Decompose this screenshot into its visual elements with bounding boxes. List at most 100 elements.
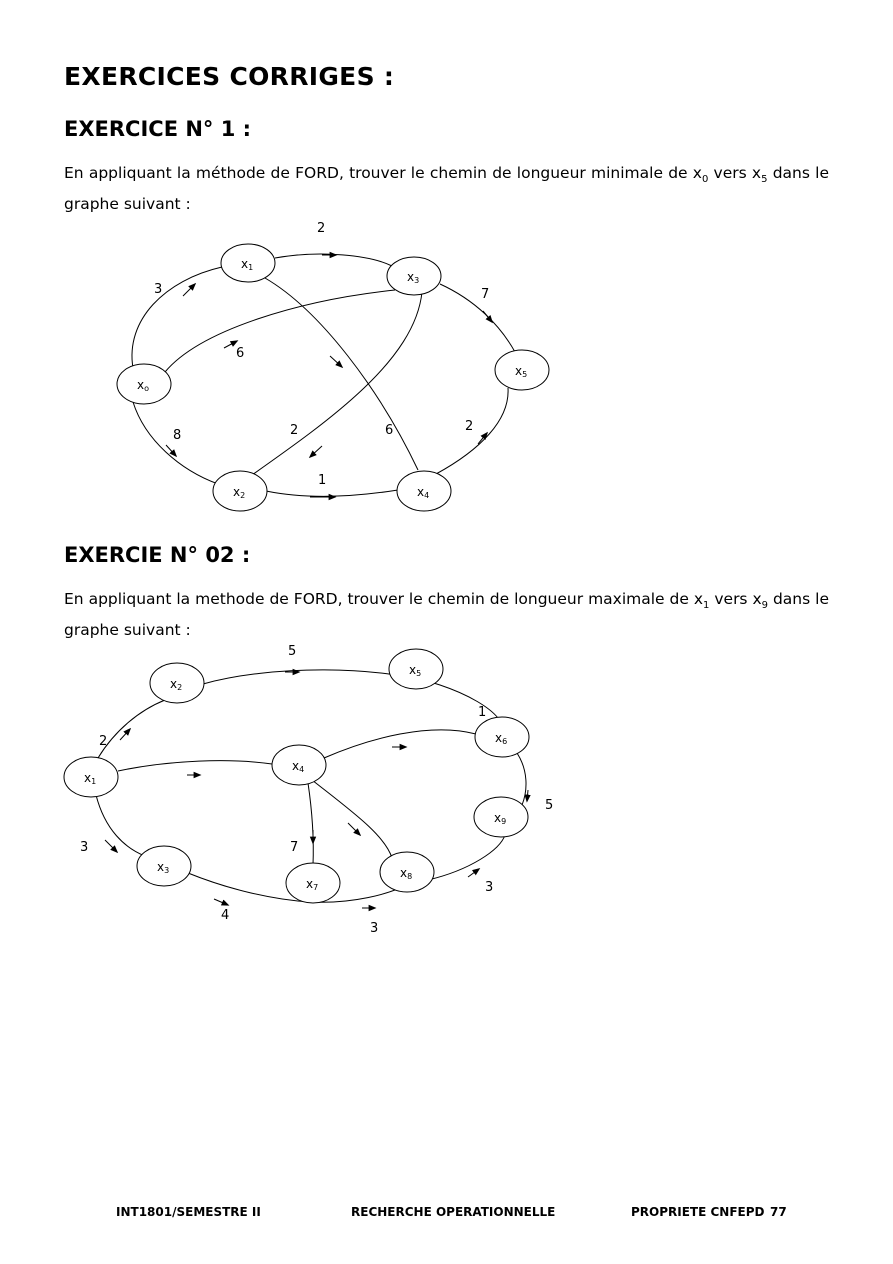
statement-text: vers x [709,590,762,608]
edge-weight: 1 [478,705,486,720]
arrow-x3-x5 [482,310,494,324]
edge-weight: 2 [317,221,325,236]
edge-weight: 6 [385,423,393,438]
svg-text:x5: x5 [515,364,527,379]
edge-x1-x3 [95,794,146,857]
node-x5: x5 [388,648,444,690]
node-x1: x1 [63,756,119,798]
arrow-x4-x8 [347,822,362,837]
exercise-1-statement: En appliquant la méthode de FORD, trouve… [64,161,829,216]
svg-text:x1: x1 [241,257,253,272]
svg-text:x6: x6 [495,731,507,746]
edge-xo-x3 [164,289,396,373]
node-x2: x2 [212,470,268,512]
footer-owner: PROPRIETE CNFEPD [631,1205,765,1219]
node-x8: x8 [379,851,435,893]
edge-xo-x1 [131,266,223,369]
statement-text: dans le graphe suivant : [64,590,829,640]
svg-text:x3: x3 [157,860,169,875]
edge-weight: 1 [318,473,326,488]
edge-weight: 7 [481,287,489,302]
page-title: EXERCICES CORRIGES : [64,62,395,91]
edge-x3-x5 [439,283,516,353]
arrow-x8-x9 [467,868,481,878]
arrow-x3-x7 [213,898,230,906]
edge-x4-x7 [307,782,314,866]
edge-weight: 7 [290,840,298,855]
statement-text: En appliquant la méthode de FORD, trouve… [64,164,702,182]
statement-text: vers x [708,164,762,182]
svg-text:x3: x3 [407,270,419,285]
svg-text:x2: x2 [170,677,182,692]
edge-weight: 3 [80,840,88,855]
edge-weight: 5 [545,798,553,813]
edge-x6-x9 [516,752,527,806]
arrow-x3-x2 [308,445,323,459]
arrow-x4-x5 [477,431,489,445]
footer-course-code: INT1801/SEMESTRE II [116,1205,261,1219]
node-x3: x3 [136,845,192,887]
svg-text:xo: xo [137,378,149,393]
svg-text:x4: x4 [292,759,304,774]
arrow-x1-x2 [119,727,132,741]
edge-x8-x9 [427,834,506,881]
page-number: 77 [770,1205,787,1219]
node-x6: x6 [474,716,530,758]
arrow-xo-x1 [182,282,197,297]
node-x9: x9 [473,796,529,838]
node-x1: x1 [220,243,276,283]
edge-weight: 6 [236,346,244,361]
svg-text:x1: x1 [84,771,96,786]
statement-text: dans le graphe suivant : [64,164,829,214]
node-x4: x4 [396,470,452,512]
edge-x1-x2 [97,699,166,759]
edge-xo-x2 [132,401,219,485]
edge-weight: 2 [290,423,298,438]
footer-subject: RECHERCHE OPERATIONNELLE [351,1205,556,1219]
exercise-2-heading: EXERCIE N° 02 : [64,543,251,567]
node-x5: x5 [494,349,550,391]
statement-subscript: 9 [761,600,769,612]
edge-weight: 3 [154,282,162,297]
statement-text: En appliquant la methode de FORD, trouve… [64,590,704,608]
svg-text:x7: x7 [306,877,318,892]
node-x2: x2 [149,662,205,704]
svg-text:x9: x9 [494,811,506,826]
edge-x3-x2 [251,291,423,476]
edge-x4-x8 [311,779,393,859]
edge-weight: 2 [465,419,473,434]
arrow-xo-x2 [165,444,178,458]
edge-x1-x4 [264,277,419,471]
arrow-x1-x3 [104,839,119,854]
svg-text:x5: x5 [409,663,421,678]
exercise-1-heading: EXERCICE N° 1 : [64,117,252,141]
node-x3: x3 [386,256,442,296]
arrow-x1-x4 [329,355,344,369]
edge-weight: 3 [485,880,493,895]
exercise-1-graph: 2 3 7 6 8 2 6 2 1 x1 x3 x5 xo x2 x4 [116,221,550,512]
edge-weight: 5 [288,644,296,659]
statement-subscript: 0 [701,174,709,186]
edge-weight: 4 [221,908,229,923]
node-x7: x7 [285,862,341,904]
edge-x4-x6 [323,729,477,759]
svg-text:x8: x8 [400,866,412,881]
exercise-2-statement: En appliquant la methode de FORD, trouve… [64,587,829,642]
edge-x2-x6 [202,669,499,719]
edge-x1-x4 [117,760,273,772]
arrow-x6-x9 [524,789,531,803]
edge-weight: 3 [370,921,378,936]
exercise-2-graph: 5 1 2 5 3 7 3 4 3 x2 x5 x6 x1 x4 x9 x3 x… [63,644,553,936]
svg-text:x4: x4 [417,485,429,500]
edge-weight: 8 [173,428,181,443]
node-x4: x4 [271,744,327,786]
node-xo: xo [116,363,172,405]
edge-x4-x5 [435,387,509,475]
edge-x2-x4 [265,489,399,497]
svg-text:x2: x2 [233,485,245,500]
edge-x1-x3 [274,253,393,267]
statement-subscript: 5 [761,174,768,186]
edge-weight: 2 [99,734,107,749]
statement-subscript: 1 [703,600,710,612]
arrow-xo-x3 [223,340,239,349]
